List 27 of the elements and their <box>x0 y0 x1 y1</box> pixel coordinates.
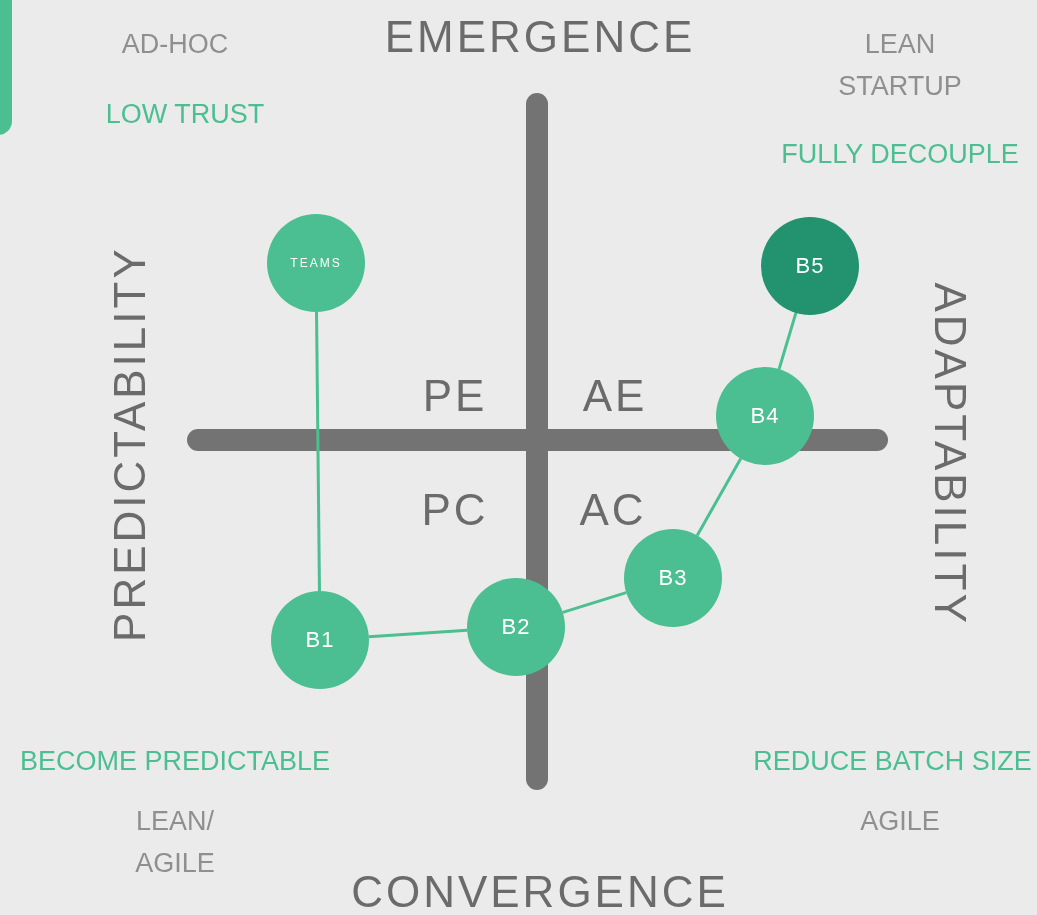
axis-title: PC <box>420 484 490 536</box>
node-label: B5 <box>795 253 825 279</box>
quadrant-note: LEAN/ AGILE <box>134 805 216 880</box>
quadrant-note: REDUCE BATCH SIZE <box>752 745 1033 778</box>
quadrant-note: AD-HOC <box>120 28 230 61</box>
node-label: B2 <box>501 614 531 640</box>
axis-title: AE <box>581 370 649 422</box>
node-label: B4 <box>750 403 780 429</box>
connector-line <box>368 628 468 639</box>
quadrant-note: LEAN STARTUP <box>837 28 963 103</box>
node-label: B3 <box>658 565 688 591</box>
axis-title: PREDICTABILITY <box>103 245 155 644</box>
connector-line <box>777 312 798 370</box>
node-label: B1 <box>305 627 335 653</box>
axis-title: PE <box>421 370 489 422</box>
quadrant-note: LOW TRUST <box>104 98 266 131</box>
connector-line <box>315 312 321 591</box>
connector-line <box>695 457 743 537</box>
axis-title: AC <box>578 484 648 536</box>
connector-line <box>562 591 627 614</box>
axis-title: CONVERGENCE <box>350 866 730 915</box>
quadrant-note: BECOME PREDICTABLE <box>18 745 332 778</box>
node-label: TEAMS <box>290 256 342 270</box>
axis-title: EMERGENCE <box>383 11 697 63</box>
axis-title: ADAPTABILITY <box>925 281 977 628</box>
quadrant-note: AGILE <box>859 805 941 838</box>
quadrant-note: FULLY DECOUPLE <box>780 138 1020 171</box>
